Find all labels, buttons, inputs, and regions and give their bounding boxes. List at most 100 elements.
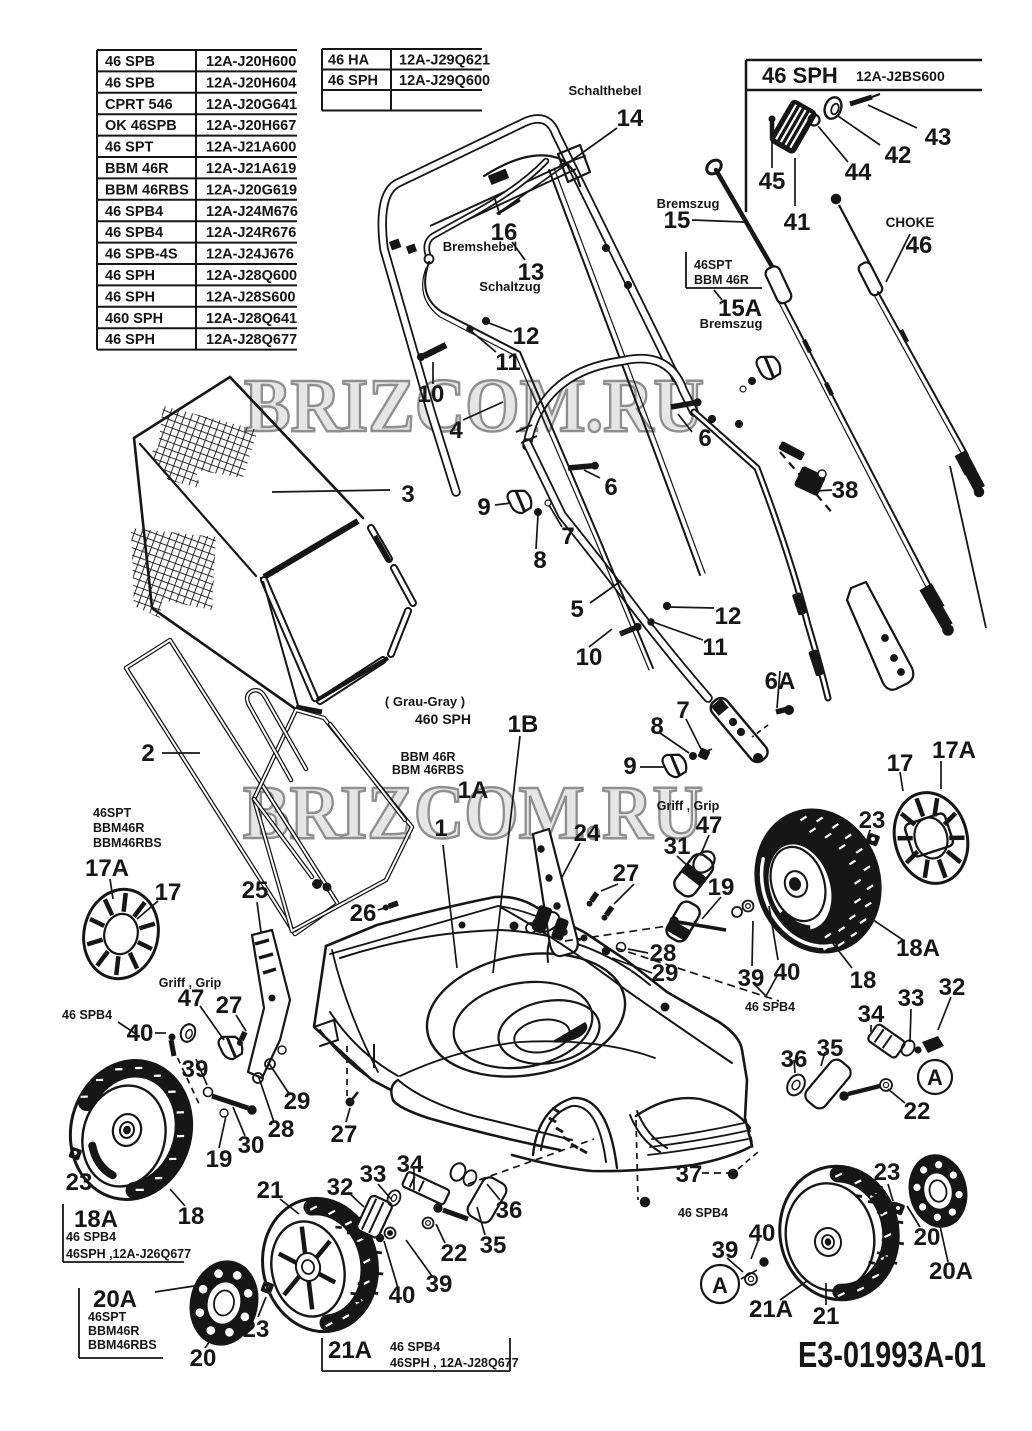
svg-text:CHOKE: CHOKE <box>886 215 935 230</box>
svg-text:BBM 46RBS: BBM 46RBS <box>105 182 189 198</box>
svg-text:27: 27 <box>331 1121 358 1148</box>
svg-text:46 SPB-4S: 46 SPB-4S <box>105 247 178 263</box>
svg-text:12A-J24M676: 12A-J24M676 <box>206 204 298 220</box>
svg-text:12A-J29Q600: 12A-J29Q600 <box>399 73 490 89</box>
svg-text:9: 9 <box>623 753 636 780</box>
svg-text:10: 10 <box>576 644 603 671</box>
svg-text:2: 2 <box>141 740 154 767</box>
svg-text:21: 21 <box>813 1303 840 1330</box>
svg-text:19: 19 <box>708 874 735 901</box>
svg-text:32: 32 <box>327 1174 354 1201</box>
svg-text:12A-J20H667: 12A-J20H667 <box>206 118 296 134</box>
svg-text:40: 40 <box>774 959 801 986</box>
svg-text:46 SPB4: 46 SPB4 <box>62 1008 112 1022</box>
svg-text:47: 47 <box>696 812 723 839</box>
svg-text:460 SPH: 460 SPH <box>105 311 163 327</box>
svg-text:35: 35 <box>817 1035 844 1062</box>
svg-text:44: 44 <box>845 159 872 186</box>
svg-text:12A-J28Q677: 12A-J28Q677 <box>206 332 297 348</box>
svg-text:1: 1 <box>434 815 447 842</box>
svg-text:7: 7 <box>676 697 689 724</box>
svg-text:39: 39 <box>426 1271 453 1298</box>
svg-text:BBM46R: BBM46R <box>93 821 144 835</box>
svg-text:46 SPB4: 46 SPB4 <box>390 1340 440 1354</box>
svg-text:12A-J20G619: 12A-J20G619 <box>206 182 297 198</box>
svg-text:23: 23 <box>66 1169 93 1196</box>
svg-text:21A: 21A <box>749 1296 793 1323</box>
svg-text:40: 40 <box>127 1020 154 1047</box>
svg-text:11: 11 <box>702 634 727 661</box>
svg-text:46 SPB4: 46 SPB4 <box>745 1000 795 1014</box>
svg-text:BBM 46RBS: BBM 46RBS <box>392 763 464 777</box>
svg-text:35: 35 <box>480 1232 507 1259</box>
svg-text:16: 16 <box>491 219 518 246</box>
svg-text:46 SPB4: 46 SPB4 <box>678 1206 728 1220</box>
svg-text:46SPH ,12A-J26Q677: 46SPH ,12A-J26Q677 <box>66 1247 191 1261</box>
svg-text:8: 8 <box>650 713 663 740</box>
svg-text:Bremszug: Bremszug <box>657 196 720 211</box>
svg-text:BBM 46R: BBM 46R <box>694 273 749 287</box>
svg-text:21A: 21A <box>328 1337 372 1364</box>
svg-text:12: 12 <box>513 323 540 350</box>
svg-text:22: 22 <box>904 1098 931 1125</box>
svg-text:Bremszug: Bremszug <box>700 316 763 331</box>
svg-text:32: 32 <box>939 974 966 1001</box>
svg-text:40: 40 <box>749 1220 776 1247</box>
svg-text:20: 20 <box>914 1224 941 1251</box>
svg-text:24: 24 <box>574 820 601 847</box>
svg-text:12A-J20H604: 12A-J20H604 <box>206 75 296 91</box>
svg-text:14: 14 <box>617 105 644 132</box>
svg-text:6: 6 <box>604 474 617 501</box>
svg-text:46SPT: 46SPT <box>88 1310 127 1324</box>
svg-text:15A: 15A <box>718 295 762 322</box>
svg-text:23: 23 <box>859 807 886 834</box>
svg-text:27: 27 <box>613 860 640 887</box>
svg-text:46 HA: 46 HA <box>328 53 370 69</box>
svg-text:37: 37 <box>676 1161 703 1188</box>
svg-text:6: 6 <box>698 425 711 452</box>
svg-text:15: 15 <box>664 207 691 234</box>
svg-text:12A-J29Q621: 12A-J29Q621 <box>399 53 490 69</box>
svg-text:46 SPB4: 46 SPB4 <box>105 204 163 220</box>
svg-text:46 SPH: 46 SPH <box>328 73 378 89</box>
svg-text:34: 34 <box>858 1001 885 1028</box>
svg-text:40: 40 <box>389 1282 416 1309</box>
svg-text:12A-J21A619: 12A-J21A619 <box>206 161 296 177</box>
svg-text:5: 5 <box>570 596 583 623</box>
svg-text:A: A <box>712 1273 728 1298</box>
svg-text:46 SPH: 46 SPH <box>105 268 155 284</box>
svg-text:17: 17 <box>155 879 182 906</box>
svg-text:BBM46RBS: BBM46RBS <box>88 1338 157 1352</box>
svg-text:12A-J28Q641: 12A-J28Q641 <box>206 311 297 327</box>
svg-text:Schaltzug: Schaltzug <box>479 279 540 294</box>
svg-text:4: 4 <box>449 417 463 444</box>
svg-text:1B: 1B <box>508 711 539 738</box>
svg-text:42: 42 <box>885 142 912 169</box>
svg-text:46SPT: 46SPT <box>694 258 733 272</box>
svg-text:46 SPH: 46 SPH <box>762 63 838 88</box>
svg-text:31: 31 <box>664 833 691 860</box>
svg-text:12A-J24R676: 12A-J24R676 <box>206 225 296 241</box>
svg-text:20A: 20A <box>929 1258 973 1285</box>
svg-text:27: 27 <box>216 992 243 1019</box>
svg-text:7: 7 <box>561 523 574 550</box>
svg-text:18A: 18A <box>74 1206 118 1233</box>
svg-text:46 SPB4: 46 SPB4 <box>105 225 163 241</box>
svg-text:23: 23 <box>874 1159 901 1186</box>
svg-text:BBM 46R: BBM 46R <box>401 750 456 764</box>
svg-text:46 SPB: 46 SPB <box>105 75 155 91</box>
svg-text:23: 23 <box>243 1316 270 1343</box>
svg-text:BBM46RBS: BBM46RBS <box>93 836 162 850</box>
svg-text:( Grau-Gray ): ( Grau-Gray ) <box>385 694 465 709</box>
svg-text:20A: 20A <box>93 1286 137 1313</box>
svg-text:12A-J20H600: 12A-J20H600 <box>206 54 296 70</box>
svg-text:3: 3 <box>401 481 414 508</box>
svg-text:26: 26 <box>350 900 377 927</box>
svg-text:BBM46R: BBM46R <box>88 1324 139 1338</box>
svg-text:9: 9 <box>477 494 490 521</box>
svg-text:18: 18 <box>850 967 877 994</box>
svg-text:46 SPB4: 46 SPB4 <box>66 1230 116 1244</box>
svg-text:BRIZCOM.RU: BRIZCOM.RU <box>243 771 703 855</box>
svg-text:13: 13 <box>518 259 545 286</box>
svg-text:43: 43 <box>925 124 952 151</box>
